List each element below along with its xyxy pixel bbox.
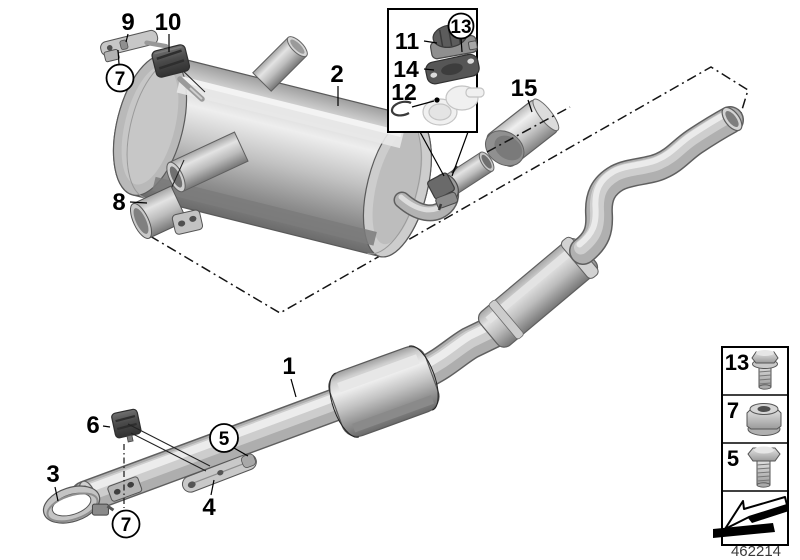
legend-row-7[interactable]: 7: [727, 398, 782, 436]
bracket-4: [181, 453, 257, 493]
callout-13-inset[interactable]: 13: [447, 12, 475, 40]
drawing-number: 462214: [731, 543, 781, 560]
part-label-4[interactable]: 4: [202, 494, 216, 521]
hex-flange-nut-icon: [746, 403, 782, 436]
hex-bolt-icon: [747, 446, 781, 488]
callout-7-bottom[interactable]: 7: [111, 509, 141, 539]
callout-5-label: 5: [219, 429, 230, 450]
part-label-8[interactable]: 8: [112, 189, 125, 216]
front-pipe-welded-bracket: [107, 476, 143, 502]
part-label-14[interactable]: 14: [393, 56, 419, 82]
pipe-clamp-8: [129, 185, 204, 240]
part-label-9[interactable]: 9: [121, 9, 134, 36]
assembly-connection-line: [149, 66, 749, 314]
resonator-box: [328, 345, 440, 438]
tip-explode-axis: [486, 106, 571, 153]
chrome-tip-15: [485, 98, 560, 167]
retaining-clip-12: [390, 97, 440, 117]
part-label-3[interactable]: 3: [46, 461, 59, 488]
legend-num-13: 13: [725, 350, 749, 375]
front-s-pipe: [569, 106, 744, 265]
rubber-mount-10: [151, 44, 191, 78]
front-pipe-forward-open-end: [721, 106, 743, 132]
callout-7-top-label: 7: [115, 69, 126, 90]
part-label-2[interactable]: 2: [330, 61, 343, 88]
part-label-15[interactable]: 15: [511, 75, 538, 102]
legend-num-5: 5: [727, 446, 739, 471]
muffler-top-stub-pipe: [252, 36, 308, 92]
gasket-14: [425, 53, 480, 85]
rubber-mount-6: [111, 408, 142, 443]
leader-lines: [54, 33, 533, 502]
callout-7-top[interactable]: 7: [105, 63, 135, 93]
callout-5[interactable]: 5: [209, 423, 239, 453]
part-label-12[interactable]: 12: [391, 79, 417, 105]
legend-row-5[interactable]: 5: [727, 446, 781, 488]
part-label-10[interactable]: 10: [155, 9, 182, 36]
band-clamp-3: [42, 485, 115, 524]
hex-flange-bolt-icon: [751, 350, 779, 390]
callout-13-inset-label: 13: [450, 17, 471, 38]
exhaust-flap-valve: [427, 165, 459, 211]
direction-arrow-icon: [713, 496, 789, 538]
legend-num-7: 7: [727, 398, 739, 423]
callout-7-bottom-label: 7: [121, 515, 132, 536]
rear-muffler: [112, 54, 432, 258]
legend-row-13[interactable]: 13: [725, 350, 779, 390]
part-label-11[interactable]: 11: [395, 28, 420, 54]
part-label-6[interactable]: 6: [86, 412, 99, 439]
mount6-leader-lines: [123, 423, 211, 508]
front-pipe: [69, 312, 516, 514]
part-label-1[interactable]: 1: [282, 353, 295, 380]
legend-box: 13 7 5: [713, 346, 789, 546]
ghost-valve-body: [422, 85, 485, 126]
